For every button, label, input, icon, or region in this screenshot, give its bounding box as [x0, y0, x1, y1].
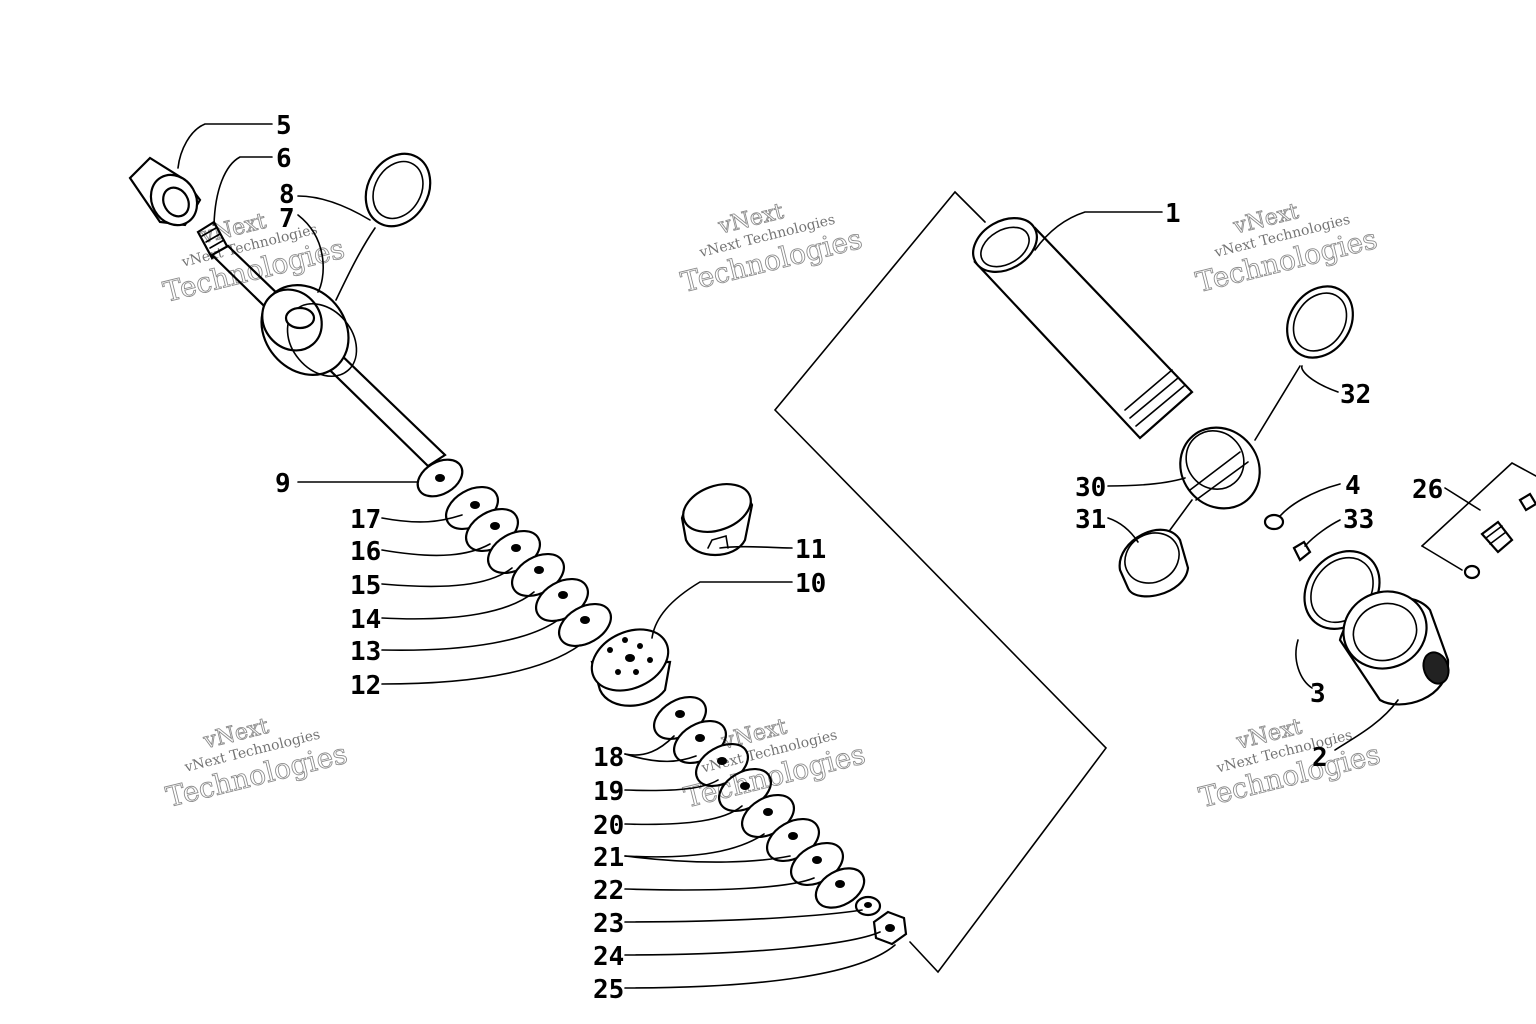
part-31-split-ring: [1118, 528, 1190, 598]
callout-26: 26: [1412, 475, 1443, 505]
part-5-bushing: [128, 156, 202, 227]
watermark-top-right: vNext vNext Technologies Technologies: [1192, 199, 1381, 300]
callout-8: 8: [279, 180, 295, 210]
callout-19: 19: [593, 777, 624, 807]
part-8-ring: [364, 152, 432, 228]
part-33-screw: [1292, 540, 1312, 562]
callout-33: 33: [1343, 505, 1374, 535]
shaft-assembly: [128, 152, 464, 498]
shim-12: [558, 602, 612, 648]
part-2-end-housing: [1338, 590, 1450, 706]
callout-14: 14: [350, 605, 381, 635]
callout-10: 10: [795, 569, 826, 599]
callout-32: 32: [1340, 380, 1371, 410]
leader-lines: [177, 123, 1481, 989]
callout-15: 15: [350, 571, 381, 601]
assembly-bracket-line: [773, 190, 1108, 974]
watermark-top-center: vNext vNext Technologies Technologies: [677, 199, 866, 300]
part-30-bearing-cap: [1179, 426, 1261, 510]
callout-30: 30: [1075, 473, 1106, 503]
part-1-body-tube: [972, 217, 1194, 440]
callout-17: 17: [350, 505, 381, 535]
callout-24: 24: [593, 942, 624, 972]
shim-stack-upper: [445, 485, 612, 648]
callout-13: 13: [350, 637, 381, 667]
callout-23: 23: [593, 909, 624, 939]
part-11-split-ring: [680, 483, 754, 557]
callout-labels: 5 6 8 7 9 17 16 15 14 13 12 11 10 18 19 …: [275, 111, 1443, 1005]
watermark-bottom-left: vNext vNext Technologies Technologies: [162, 713, 351, 814]
watermark-bottom-right: vNext vNext Technologies Technologies: [1195, 714, 1384, 815]
callout-1: 1: [1165, 199, 1181, 229]
callout-18: 18: [593, 743, 624, 773]
callout-3: 3: [1310, 679, 1326, 709]
part-seal-head: [260, 284, 358, 378]
callout-20: 20: [593, 811, 624, 841]
callout-25: 25: [593, 975, 624, 1005]
part-10-piston: [590, 628, 672, 707]
callout-12: 12: [350, 671, 381, 701]
part-4-washer: [1263, 513, 1285, 531]
callout-5: 5: [276, 111, 292, 141]
callout-2: 2: [1312, 743, 1328, 773]
callout-4: 4: [1345, 471, 1361, 501]
callout-22: 22: [593, 876, 624, 906]
part-26-valve: [1421, 462, 1536, 580]
callout-7: 7: [279, 204, 295, 234]
callout-11: 11: [795, 535, 826, 565]
callout-16: 16: [350, 537, 381, 567]
callout-9: 9: [275, 469, 291, 499]
shim-stack-lower: [653, 695, 908, 946]
callout-21: 21: [593, 843, 624, 873]
part-32-ring: [1286, 285, 1354, 359]
callout-6: 6: [276, 144, 292, 174]
callout-31: 31: [1075, 505, 1106, 535]
